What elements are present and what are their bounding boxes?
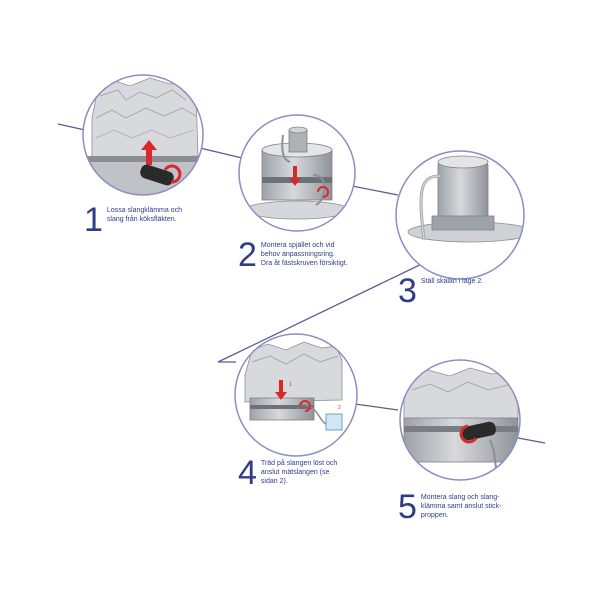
step-5-number: 5 <box>398 488 417 526</box>
step-3-text: Ställ skalan i läge 2. <box>420 278 484 285</box>
step-4-caption: 4 Träd på slangen löst och anslut mätsla… <box>238 454 338 492</box>
step-3-number: 3 <box>398 272 417 310</box>
step-4-circle <box>234 333 358 457</box>
step-5-circle <box>399 359 521 481</box>
step-1-circle <box>82 74 204 196</box>
step-3-caption: 3 Ställ skalan i läge 2. <box>398 272 484 310</box>
step-2-caption: 2 Montera spjället och vid behov anpassn… <box>238 236 348 274</box>
step-5-text: Montera slang och slang- klämma samt ans… <box>420 494 502 519</box>
step-2-number: 2 <box>238 236 257 274</box>
connector-line <box>199 147 243 159</box>
step-2-text: Montera spjället och vid behov anpassnin… <box>260 242 348 267</box>
step-1-caption: 1 Lossa slangklämma och slang från köksf… <box>84 201 183 239</box>
step-1-text: Lossa slangklämma och slang från köksflä… <box>106 207 183 223</box>
step-2-illustration <box>238 114 356 232</box>
step-4-callout-2: 2 <box>338 405 341 411</box>
step-5-illustration <box>399 359 521 481</box>
step-4-number: 4 <box>238 454 257 492</box>
step-3-illustration <box>395 150 525 280</box>
connector-lines <box>57 123 546 444</box>
step-1-number: 1 <box>84 201 103 239</box>
connector-line <box>354 403 399 411</box>
connector-line <box>57 123 86 131</box>
step-1-illustration <box>82 74 204 196</box>
step-4-callout-1: 1 <box>289 382 292 388</box>
connector-line <box>517 437 546 444</box>
step-3-circle <box>395 150 525 280</box>
step-4-illustration: 1 2 <box>234 333 358 457</box>
connector-line <box>217 259 431 363</box>
step-5-caption: 5 Montera slang och slang- klämma samt a… <box>398 488 502 526</box>
connector-line <box>351 185 399 196</box>
step-4-text: Träd på slangen löst och anslut mätslang… <box>260 460 338 485</box>
step-2-circle <box>238 114 356 232</box>
